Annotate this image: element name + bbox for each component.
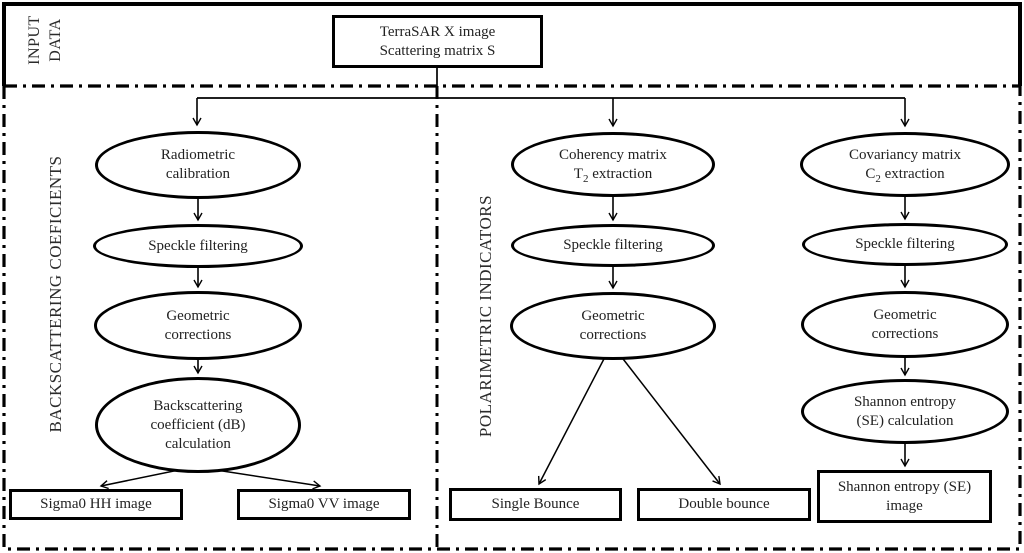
geometric-right-line1: Geometric <box>873 306 937 323</box>
covariancy-matrix-extraction: Covariancy matrix C2 extraction <box>800 132 1010 197</box>
coherency-line2: T2 extraction <box>573 165 653 185</box>
speckle-filtering-middle: Speckle filtering <box>511 224 715 267</box>
backscatter-line3: calculation <box>165 435 231 452</box>
geometric-right-line2: corrections <box>871 325 939 342</box>
shannon-calc-line2: (SE) calculation <box>856 412 954 429</box>
sigma0-vv-image: Sigma0 VV image <box>237 489 411 520</box>
geometric-left-line1: Geometric <box>166 307 230 324</box>
speckle-filtering-right: Speckle filtering <box>802 223 1008 266</box>
frame-bottom-dashdot <box>2 86 1022 551</box>
input-data-line2: DATA <box>47 18 64 62</box>
shannon-image-line1: Shannon entropy (SE) <box>837 478 972 495</box>
c2-subscript: 2 <box>875 172 881 185</box>
geometric-corrections-right: Geometric corrections <box>801 291 1009 358</box>
terrasar-input-line1: TerraSAR X image <box>379 23 496 40</box>
terrasar-input-box: TerraSAR X image Scattering matrix S <box>332 15 543 68</box>
radiometric-calibration: Radiometric calibration <box>95 131 301 199</box>
coherency-line1: Coherency matrix <box>559 146 667 163</box>
backscatter-line2: coefficient (dB) <box>150 416 246 433</box>
shannon-entropy-calculation: Shannon entropy (SE) calculation <box>801 379 1009 444</box>
geometric-middle-line2: corrections <box>579 327 647 343</box>
terrasar-input-line2: Scattering matrix S <box>379 42 496 59</box>
covariancy-line2: C2 extraction <box>865 165 945 185</box>
speckle-filtering-left: Speckle filtering <box>93 224 303 268</box>
backscattering-coefficient-calculation: Backscattering coefficient (dB) calculat… <box>95 377 301 473</box>
shannon-calc-line1: Shannon entropy <box>853 393 957 410</box>
shannon-image-line2: image <box>886 497 923 514</box>
covariancy-line1: Covariancy matrix <box>848 146 962 163</box>
radiometric-line2: calibration <box>165 166 231 182</box>
geometric-left-line2: corrections <box>164 326 232 343</box>
frame-top-solid <box>2 2 1022 86</box>
geometric-middle-line1: Geometric <box>581 308 645 324</box>
backscatter-line1: Backscattering <box>153 397 243 414</box>
section-label-polarimetric-indicators: POLARIMETRIC INDICATORS <box>476 194 495 438</box>
double-bounce: Double bounce <box>637 488 811 521</box>
geometric-corrections-left: Geometric corrections <box>94 291 302 360</box>
radiometric-line1: Radiometric <box>160 147 236 163</box>
section-label-backscattering-coeficients: BACKSCATTERING COEFICIENTS <box>46 155 65 433</box>
shannon-entropy-image: Shannon entropy (SE) image <box>817 470 992 523</box>
single-bounce: Single Bounce <box>449 488 622 521</box>
coherency-matrix-extraction: Coherency matrix T2 extraction <box>511 132 715 197</box>
geometric-corrections-middle: Geometric corrections <box>510 292 716 360</box>
section-label-input-data: INPUT DATA <box>24 2 68 78</box>
input-data-line1: INPUT <box>26 15 43 65</box>
sigma0-hh-image: Sigma0 HH image <box>9 489 183 520</box>
t2-subscript: 2 <box>582 172 589 185</box>
